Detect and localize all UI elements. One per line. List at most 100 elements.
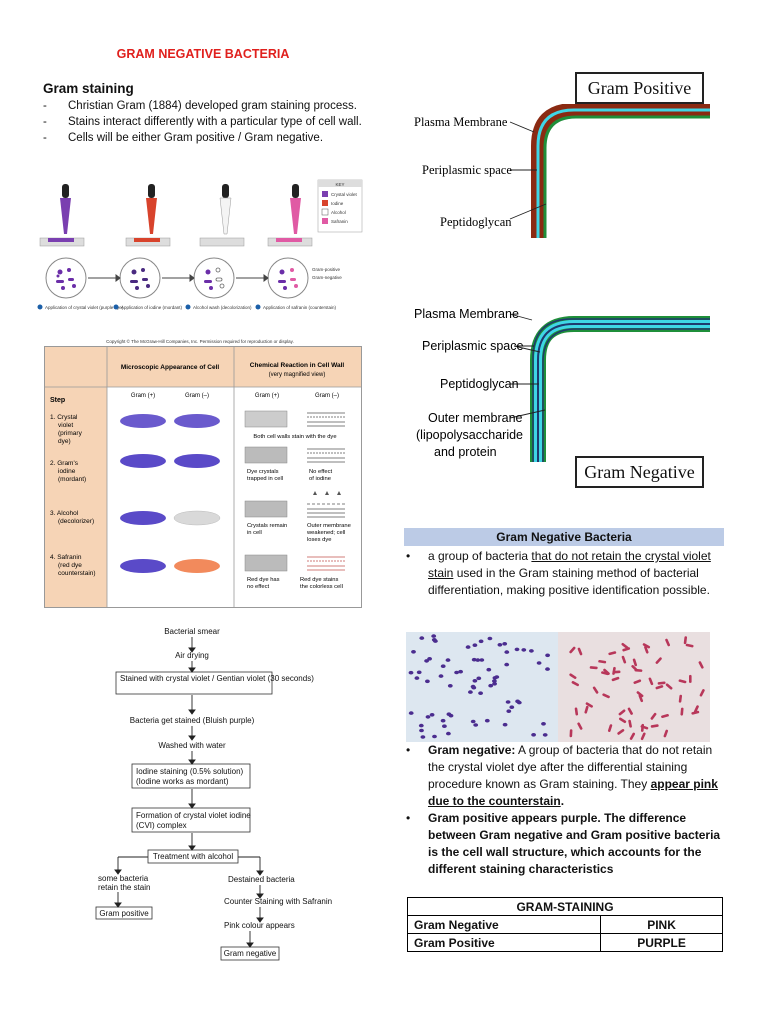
gram-negative-cell	[598, 659, 607, 664]
flow-step: Bacterial smear	[164, 627, 220, 636]
flow-right: Gram negative	[224, 949, 277, 958]
gram-negative-cell	[589, 666, 598, 670]
gram-positive-cell	[492, 679, 497, 683]
circle-step-2	[119, 257, 161, 299]
section-header: Gram Negative Bacteria	[404, 528, 724, 546]
bullet-item: • Gram positive appears purple. The diff…	[406, 811, 721, 876]
summary-header: GRAM-STAINING	[407, 897, 723, 916]
gram-positive-cell	[442, 724, 447, 728]
gram-negative-cell	[655, 685, 664, 690]
gram-positive-cell	[472, 643, 478, 647]
copyright-text: Copyright © The McGraw-Hill Companies, I…	[106, 338, 294, 344]
gram-negative-cell	[655, 657, 662, 664]
gram-positive-cell	[419, 728, 424, 733]
bullet-text: Cells will be either Gram positive / Gra…	[68, 132, 324, 144]
gram-staining-bullets: -Christian Gram (1884) developed gram st…	[43, 98, 373, 146]
gram-negative-cell	[617, 729, 625, 735]
bullet-text: Christian Gram (1884) developed gram sta…	[68, 100, 357, 112]
gram-negative-cell	[585, 702, 593, 708]
gram-positive-cell	[473, 723, 479, 727]
gram-positive-cell	[541, 722, 546, 726]
bullet-item: • a group of bacteria that do not retain…	[406, 549, 711, 597]
flow-step: Air drying	[175, 651, 209, 660]
stain-steps-table: Microscopic Appearance of Cell Chemical …	[44, 346, 362, 608]
gram-negative-cell	[569, 729, 573, 738]
gram-negative-cell	[638, 694, 644, 703]
gram-positive-cell	[411, 650, 416, 654]
gram-positive-cell	[476, 676, 482, 681]
gram-negative-cell	[683, 636, 688, 645]
key-label: Alcohol	[331, 210, 346, 215]
flow-right: Destained bacteria	[228, 875, 295, 884]
gram-negative-cell	[644, 645, 649, 654]
table-row: Gram Positive PURPLE	[406, 933, 723, 952]
flow-step: Washed with water	[158, 741, 226, 750]
gram-negative-cell	[571, 681, 579, 687]
gram-positive-cell	[470, 719, 476, 724]
gram-positive-cell	[431, 638, 437, 642]
gram-negative-cell	[628, 719, 632, 728]
gram-positive-cell	[408, 711, 414, 715]
diagram-label: Peptidoglycan	[440, 377, 519, 391]
reaction-note: Both cell walls stain with the dye	[253, 434, 336, 440]
gram-positive-cell	[465, 645, 471, 649]
gram-positive-cell	[419, 636, 425, 640]
diagram-label: Peptidoglycan	[440, 215, 512, 229]
gram-negative-cell	[678, 679, 687, 684]
gram-negative-cell	[592, 686, 599, 694]
bullet-underline: that do not retain the crystal violet st…	[428, 549, 711, 580]
gram-negative-cell	[577, 722, 583, 730]
gram-positive-cell	[446, 731, 451, 736]
flow-arrows	[114, 637, 264, 948]
gram-negative-cell	[693, 705, 699, 713]
gram-negative-cell	[612, 670, 621, 674]
diagram-label: Periplasmic space	[422, 163, 512, 177]
sub-label: Gram (+)	[131, 393, 155, 399]
step-caption: Application of safranin (counterstain)	[263, 305, 337, 310]
gram-positive-cell	[454, 670, 459, 675]
gram-negative-cell	[661, 714, 669, 718]
gram-negative-cell	[611, 676, 620, 682]
gram-positive-cell	[502, 722, 508, 727]
dropper-crystal-violet	[39, 184, 85, 247]
gram-positive-cell	[431, 634, 437, 638]
sub-label: Gram (–)	[185, 393, 209, 399]
gram-positive-cell	[515, 699, 520, 704]
flow-right: Counter Staining with Safranin	[224, 897, 332, 906]
gram-positive-cell	[447, 684, 453, 688]
gram-staining-summary-table: GRAM-STAINING Gram Negative PINK Gram Po…	[406, 897, 723, 952]
gram-negative-cell	[665, 638, 670, 647]
col-header: Chemical Reaction in Cell Wall	[250, 362, 345, 369]
gram-comparison-bullets: • Gram negative: A group of bacteria tha…	[406, 742, 724, 878]
bacteria-micrograph	[406, 632, 710, 742]
gram-positive-cell	[446, 712, 452, 716]
key-title: KEY	[335, 182, 344, 187]
gram-negative-cell	[648, 677, 654, 686]
gram-positive-cell	[438, 674, 444, 678]
gram-positive-cell	[470, 684, 476, 689]
summary-value: PINK	[600, 915, 723, 934]
gram-negative-cell	[621, 642, 629, 649]
diagram-label: and protein	[434, 445, 497, 459]
gram-positive-cell	[502, 642, 508, 646]
gram-negative-cell	[688, 674, 692, 683]
circle-step-3	[193, 257, 235, 299]
gram-procedure-figure: KEY Crystal violet Iodine Alcohol Safran…	[37, 179, 363, 344]
gram-negative-cell	[627, 707, 633, 715]
gram-positive-cell	[529, 649, 534, 653]
gram-positive-cell	[427, 657, 432, 661]
gram-positive-cell	[504, 650, 510, 654]
gram-positive-cell	[545, 653, 550, 658]
gram-positive-cell	[487, 636, 493, 641]
gram-positive-cell	[478, 691, 483, 695]
gram-positive-cell	[484, 718, 490, 723]
gram-positive-cell	[479, 658, 485, 662]
gram-positive-cell	[420, 735, 426, 739]
step-caption: Alcohol wash (decolorization)	[193, 305, 252, 310]
gram-stain-flowchart: Bacterial smear Air drying Stained with …	[95, 627, 332, 961]
dropper-iodine	[125, 184, 171, 247]
